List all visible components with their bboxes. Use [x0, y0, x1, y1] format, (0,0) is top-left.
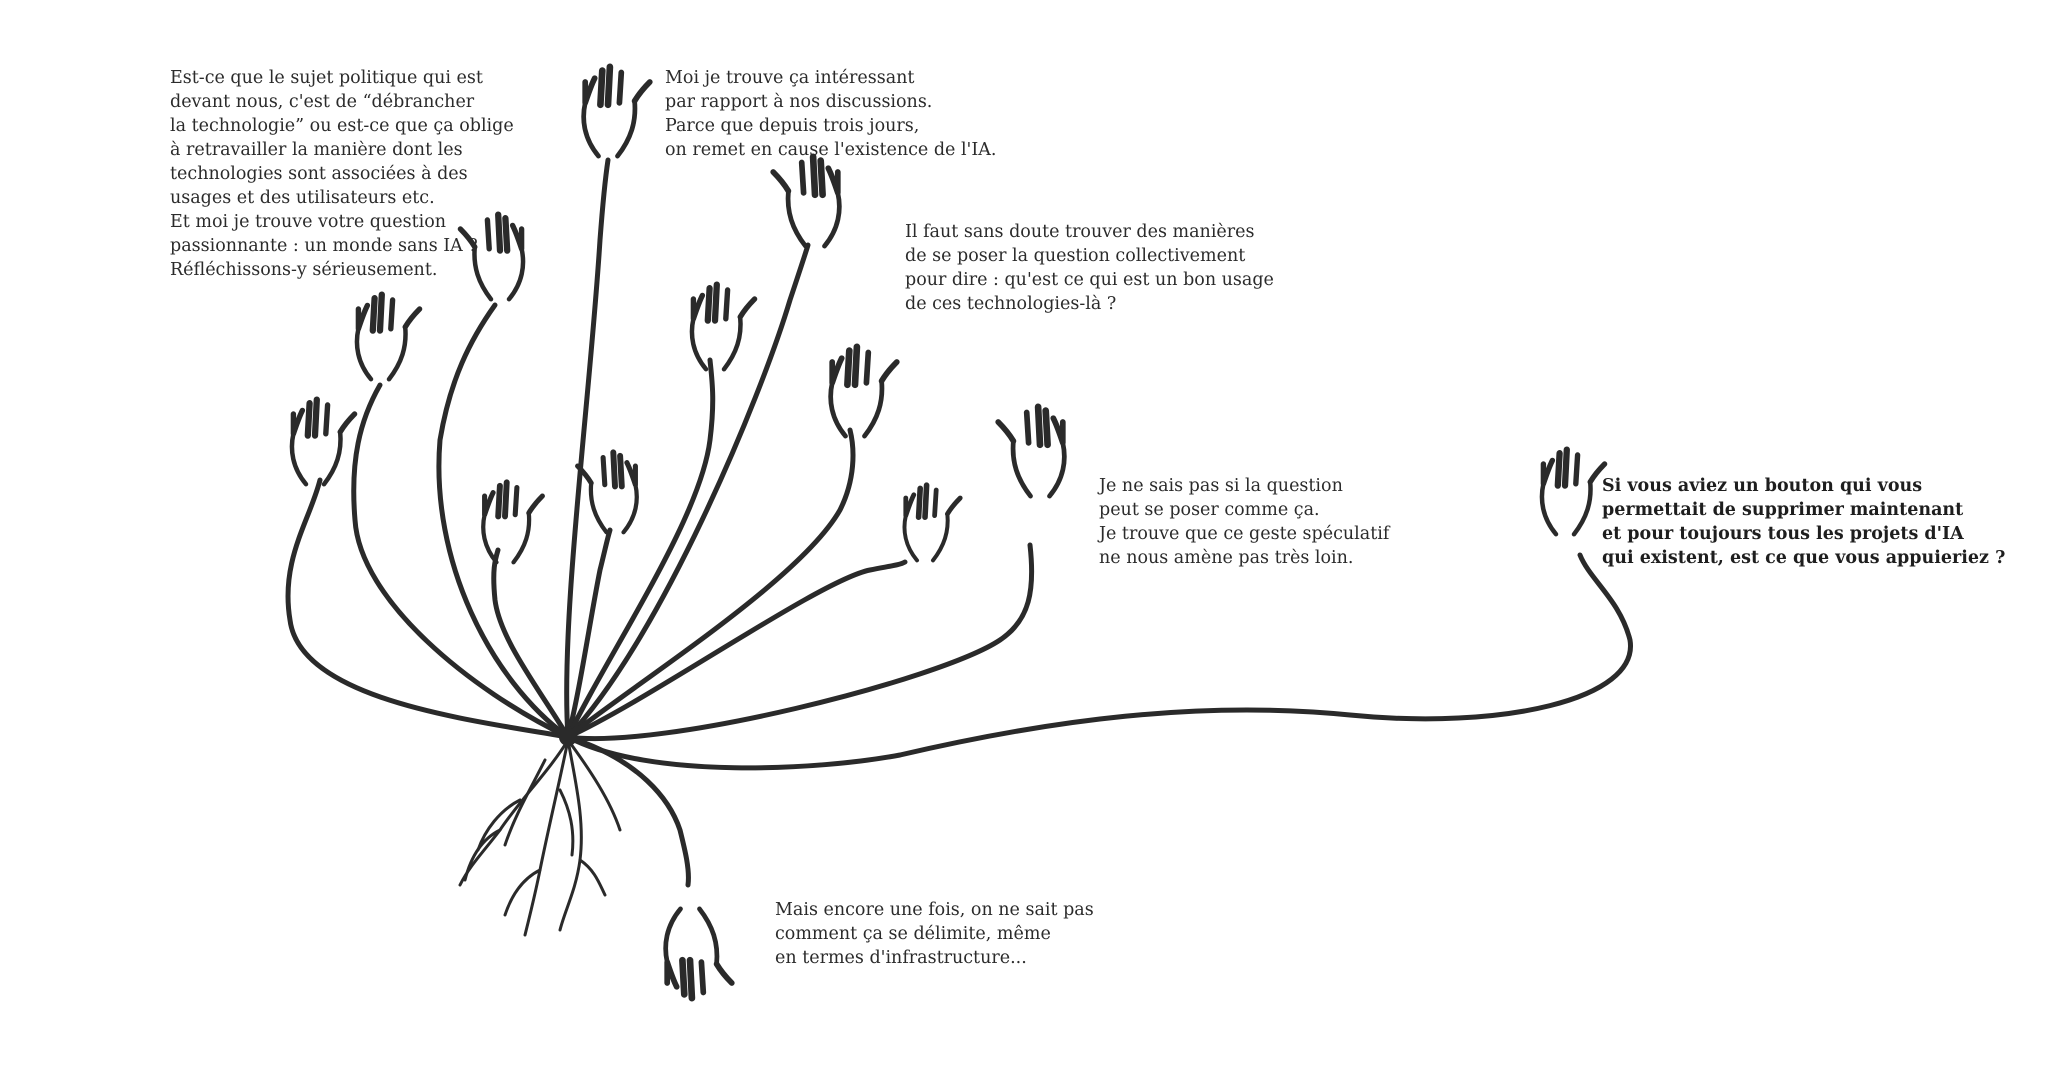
hand-finger — [1050, 415, 1066, 446]
hand-palm — [689, 314, 743, 372]
quote-remet-en-cause-ia: Moi je trouve ça intéressant par rapport… — [665, 68, 997, 160]
hand-finger — [512, 484, 545, 518]
hand-finger — [903, 492, 917, 518]
root-3 — [558, 738, 583, 932]
hand-7 — [689, 281, 758, 372]
stem-3 — [436, 302, 571, 740]
hand-palm — [902, 511, 950, 563]
hand-finger — [698, 959, 735, 996]
hand-palm — [828, 378, 885, 439]
root-hub — [559, 728, 577, 746]
hand-finger — [304, 396, 320, 439]
hand-9 — [828, 343, 900, 439]
stem-7 — [565, 357, 716, 740]
stem-8 — [565, 242, 811, 740]
hand-13 — [663, 906, 735, 1002]
hand-finger — [610, 449, 625, 490]
quote-bon-usage: Il faut sans doute trouver des manières … — [905, 222, 1274, 314]
hand-finger — [616, 69, 653, 106]
hand-finger — [1554, 446, 1570, 489]
hand-finger — [723, 287, 758, 322]
hand-palm — [354, 324, 408, 382]
hand-finger — [624, 460, 638, 488]
hand-finger — [863, 349, 900, 386]
hand-palm — [588, 480, 639, 535]
hand-8 — [770, 153, 842, 249]
hand-palm — [289, 429, 343, 487]
hand-finger — [995, 409, 1032, 446]
hand-12 — [1539, 446, 1608, 537]
hand-finger — [1573, 452, 1608, 487]
hand-finger — [770, 159, 807, 196]
hand-finger — [679, 956, 696, 1002]
hand-finger — [825, 165, 841, 196]
hand-finger — [495, 479, 510, 520]
hand-3 — [457, 211, 526, 302]
hand-palm — [581, 98, 638, 159]
hand-5 — [481, 479, 545, 565]
hand-2 — [354, 291, 423, 382]
quote-debrancher-technologie: Est-ce que le sujet politique qui est de… — [170, 68, 514, 280]
plant-hands — [289, 63, 1608, 1002]
stem-13 — [565, 734, 691, 888]
hand-palm — [663, 906, 720, 967]
hand-finger — [388, 297, 423, 332]
hand-finger — [1034, 403, 1051, 449]
hand-palm — [481, 510, 532, 565]
hand-finger — [664, 959, 680, 990]
hand-palm — [1539, 479, 1593, 537]
hand-palm — [785, 188, 842, 249]
quote-infrastructure: Mais encore une fois, on ne sait pas com… — [775, 900, 1094, 968]
stem-10 — [565, 559, 908, 740]
hand-finger — [809, 153, 826, 199]
stem-4 — [564, 157, 611, 740]
hand-10 — [902, 482, 963, 563]
hand-palm — [1010, 438, 1067, 499]
hand-4 — [581, 63, 653, 159]
root-6 — [476, 798, 607, 897]
plant-roots — [458, 728, 622, 937]
hand-finger — [597, 63, 614, 109]
stem-6 — [565, 527, 613, 740]
hand-finger — [932, 487, 963, 518]
hand-finger — [482, 490, 496, 518]
hand-finger — [369, 291, 385, 334]
hand-11 — [995, 403, 1067, 499]
root-2 — [523, 738, 570, 937]
hand-finger — [1540, 457, 1556, 487]
quote-geste-speculatif: Je ne sais pas si la question peut se po… — [1099, 476, 1390, 568]
stem-9 — [565, 427, 856, 740]
hand-1 — [289, 396, 358, 487]
hand-finger — [355, 302, 371, 332]
stem-12 — [565, 552, 1633, 771]
stem-5 — [491, 547, 571, 740]
hand-finger — [915, 482, 930, 520]
plant-stems — [285, 157, 1633, 888]
hand-finger — [575, 454, 608, 488]
hand-finger — [829, 355, 845, 386]
hand-finger — [495, 211, 511, 254]
hand-finger — [844, 343, 861, 389]
root-7 — [503, 758, 575, 857]
root-4 — [566, 738, 622, 832]
hand-finger — [457, 217, 492, 252]
quote-bouton-supprimer-ia: Si vous aviez un bouton qui vous permett… — [1602, 476, 2006, 568]
stem-11 — [565, 542, 1035, 742]
hand-finger — [509, 222, 525, 252]
stem-1 — [285, 477, 571, 740]
hand-finger — [323, 402, 358, 437]
root-5 — [463, 828, 542, 917]
hand-palm — [472, 244, 526, 302]
hand-finger — [704, 281, 720, 324]
hand-6 — [575, 449, 639, 535]
hand-finger — [290, 407, 306, 437]
hand-finger — [690, 292, 706, 322]
stem-2 — [351, 382, 571, 740]
hand-finger — [582, 75, 598, 106]
